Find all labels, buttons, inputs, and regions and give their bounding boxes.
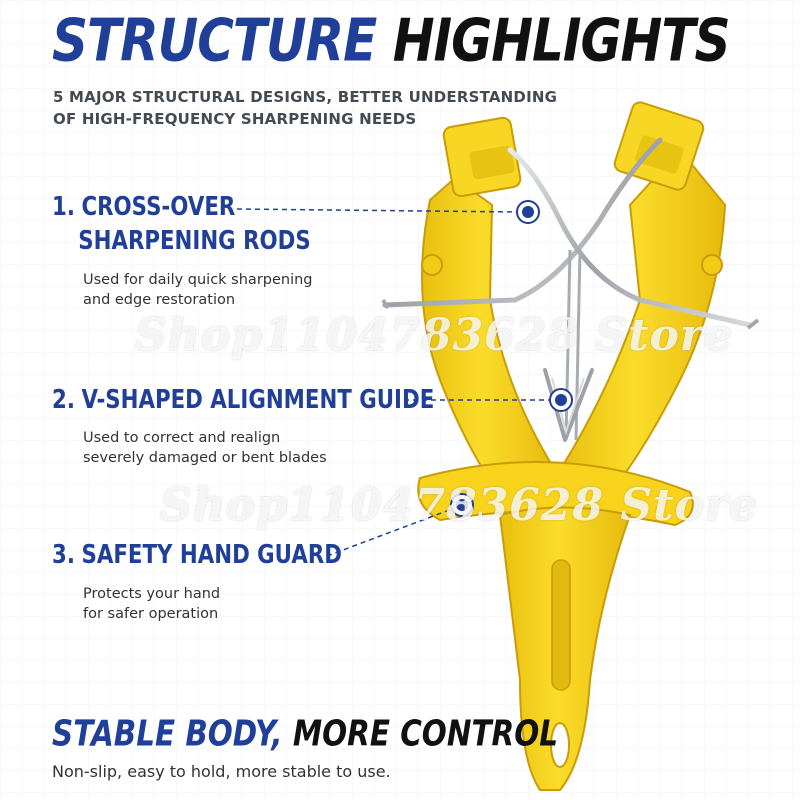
subtitle: 5 MAJOR STRUCTURAL DESIGNS, BETTER UNDER… — [53, 86, 613, 130]
rod-left — [382, 137, 663, 308]
feature-3-description: Protects your hand for safer operation — [83, 584, 220, 624]
feature-3-desc-line-1: Protects your hand — [83, 586, 221, 602]
subtitle-line-2: OF HIGH-FREQUENCY SHARPENING NEEDS — [53, 110, 417, 128]
footer-title-part-2: MORE CONTROL — [292, 712, 558, 755]
feature-3-number: 3. — [52, 540, 75, 570]
feature-2-desc-line-1: Used to correct and realign — [83, 430, 281, 446]
feature-2-title: 2.V-SHAPED ALIGNMENT GUIDE — [52, 383, 434, 417]
feature-2-title-line-1: V-SHAPED ALIGNMENT GUIDE — [81, 385, 435, 415]
feature-1-description: Used for daily quick sharpening and edge… — [83, 270, 313, 310]
title-part-2: HIGHLIGHTS — [392, 6, 731, 75]
feature-1-title-line-1: CROSS-OVER — [81, 192, 236, 222]
feature-2-number: 2. — [52, 385, 75, 415]
rod-right — [507, 147, 753, 328]
feature-2-desc-line-2: severely damaged or bent blades — [83, 450, 327, 466]
callout-line-3 — [326, 505, 461, 557]
feature-3-title: 3.SAFETY HAND GUARD — [52, 538, 342, 572]
watermark-1: Shop1104783628 Store — [135, 310, 733, 361]
callout-line-1 — [236, 208, 521, 213]
feature-3-desc-line-2: for safer operation — [83, 606, 219, 622]
feature-1-title: 1.CROSS-OVER SHARPENING RODS — [52, 190, 311, 258]
page-title: STRUCTURE HIGHLIGHTS — [52, 6, 731, 75]
hand-guard — [417, 460, 694, 527]
feature-3-title-line-1: SAFETY HAND GUARD — [81, 540, 342, 570]
right-arm — [558, 148, 727, 522]
feature-1-desc-line-2: and edge restoration — [83, 292, 236, 308]
subtitle-line-1: 5 MAJOR STRUCTURAL DESIGNS, BETTER UNDER… — [53, 88, 558, 106]
footer-title: STABLE BODY, MORE CONTROL — [52, 712, 558, 755]
callout-dot-icon — [450, 493, 474, 517]
title-part-1: STRUCTURE — [52, 6, 377, 75]
footer-description: Non-slip, easy to hold, more stable to u… — [52, 762, 391, 781]
feature-2-description: Used to correct and realign severely dam… — [83, 428, 327, 468]
feature-1-number: 1. — [52, 192, 75, 222]
feature-1-title-line-2: SHARPENING RODS — [78, 226, 311, 256]
feature-1-desc-line-1: Used for daily quick sharpening — [83, 272, 313, 288]
footer-title-part-1: STABLE BODY, — [52, 712, 283, 755]
callout-dot-icon — [516, 200, 540, 224]
watermark-2: Shop1104783628 Store — [160, 480, 758, 531]
callout-dot-icon — [549, 388, 573, 412]
